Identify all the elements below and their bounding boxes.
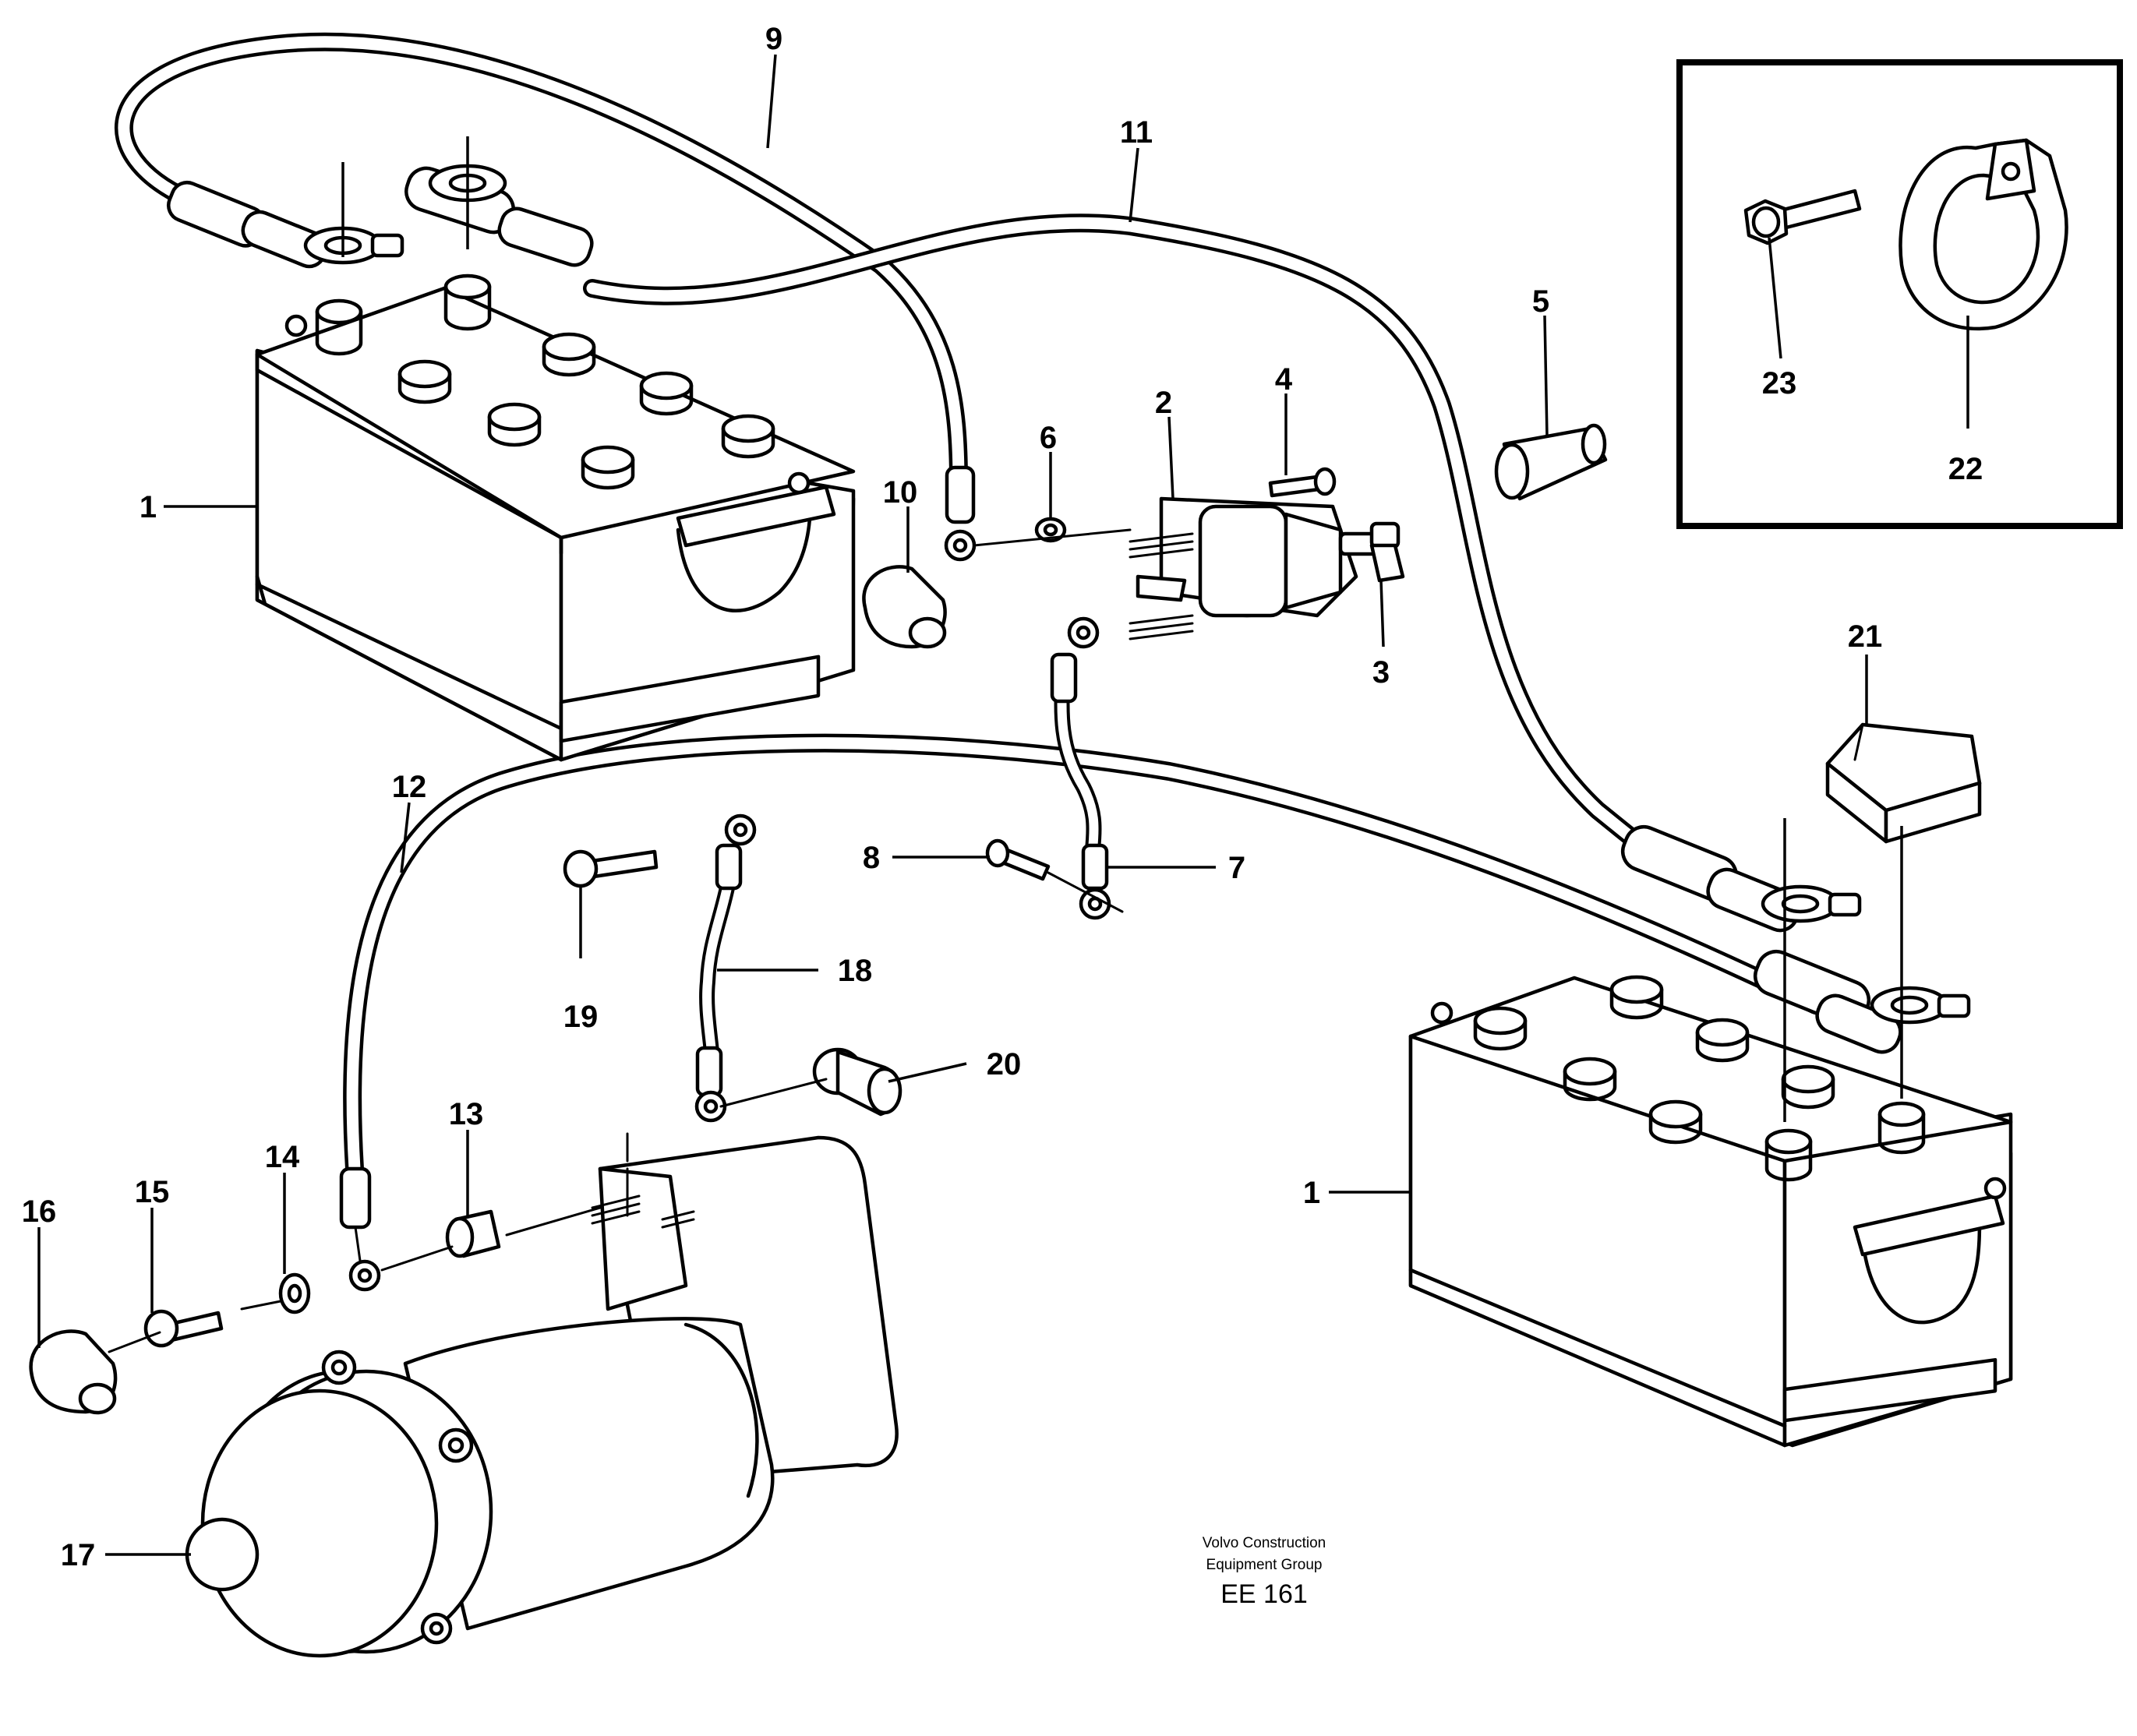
cap-20 [812, 1047, 902, 1117]
callout-7: 7 [1228, 851, 1245, 885]
cap-16 [29, 1329, 118, 1415]
callout-6: 6 [1040, 421, 1057, 455]
callout-16: 16 [22, 1194, 57, 1229]
callout-23: 23 [1762, 366, 1797, 400]
callout-13: 13 [449, 1097, 484, 1131]
bolt-8 [985, 838, 1124, 913]
assembly-line-starter [108, 1206, 602, 1353]
battery-right [1408, 975, 2013, 1448]
inset-box [1676, 59, 2123, 529]
figure-code: EE 161 [1220, 1579, 1308, 1609]
leader-lines [37, 54, 1969, 1556]
callout-12: 12 [392, 770, 427, 804]
cable-12-end [339, 1166, 381, 1292]
cable-11-right-terminal [1620, 824, 1862, 933]
nut-13 [445, 1209, 501, 1258]
cable-11-terminal [404, 164, 594, 267]
callout-14: 14 [265, 1140, 300, 1174]
cable-9-end [944, 465, 977, 562]
callout-1-left: 1 [140, 490, 157, 524]
bolt-19 [563, 849, 659, 888]
battery-left [255, 273, 856, 762]
footer-brand-line1: Volvo Construction [1203, 1535, 1326, 1551]
callout-5: 5 [1532, 284, 1549, 319]
callout-8: 8 [863, 841, 880, 875]
cable-9-terminal [167, 181, 404, 269]
callout-17: 17 [61, 1538, 96, 1572]
assembly-line-2 [973, 528, 1132, 547]
cable-18 [694, 813, 757, 1123]
post-leaders [341, 136, 1903, 1122]
cable-12-right-terminal [1753, 949, 1971, 1054]
callout-1-right: 1 [1303, 1176, 1320, 1210]
footer-brand-line2: Equipment Group [1206, 1557, 1323, 1573]
bolt-15 [143, 1309, 224, 1348]
starter-motor [185, 1132, 899, 1658]
assembly-line-20 [719, 1078, 828, 1108]
bolt-4 [1268, 467, 1337, 498]
callout-15: 15 [135, 1175, 170, 1209]
callout-4: 4 [1275, 362, 1293, 397]
callout-20: 20 [987, 1047, 1022, 1081]
callout-3: 3 [1372, 655, 1390, 690]
callout-9: 9 [765, 22, 782, 56]
washer-14 [278, 1272, 311, 1314]
bolt-23 [1743, 189, 1862, 245]
cable-12 [343, 733, 1825, 1178]
box-21 [1825, 722, 1982, 844]
solenoid [1129, 496, 1405, 640]
cap-5 [1494, 423, 1608, 501]
callout-18: 18 [838, 954, 873, 988]
nut-6 [1034, 517, 1067, 543]
clamp-22 [1899, 138, 2068, 331]
footer: Volvo Construction Equipment Group EE 16… [1203, 1535, 1326, 1609]
callout-labels: 1 1 2 3 4 5 6 7 8 9 10 11 12 13 14 15 16… [22, 22, 1983, 1572]
cable-11 [583, 213, 1708, 890]
callout-11: 11 [1120, 115, 1153, 150]
cable-9 [115, 32, 968, 492]
callout-22: 22 [1948, 452, 1983, 486]
cap-10 [862, 565, 947, 649]
callout-21: 21 [1848, 619, 1883, 654]
callout-10: 10 [883, 475, 918, 510]
callout-2: 2 [1155, 386, 1172, 420]
callout-19: 19 [563, 1000, 599, 1034]
